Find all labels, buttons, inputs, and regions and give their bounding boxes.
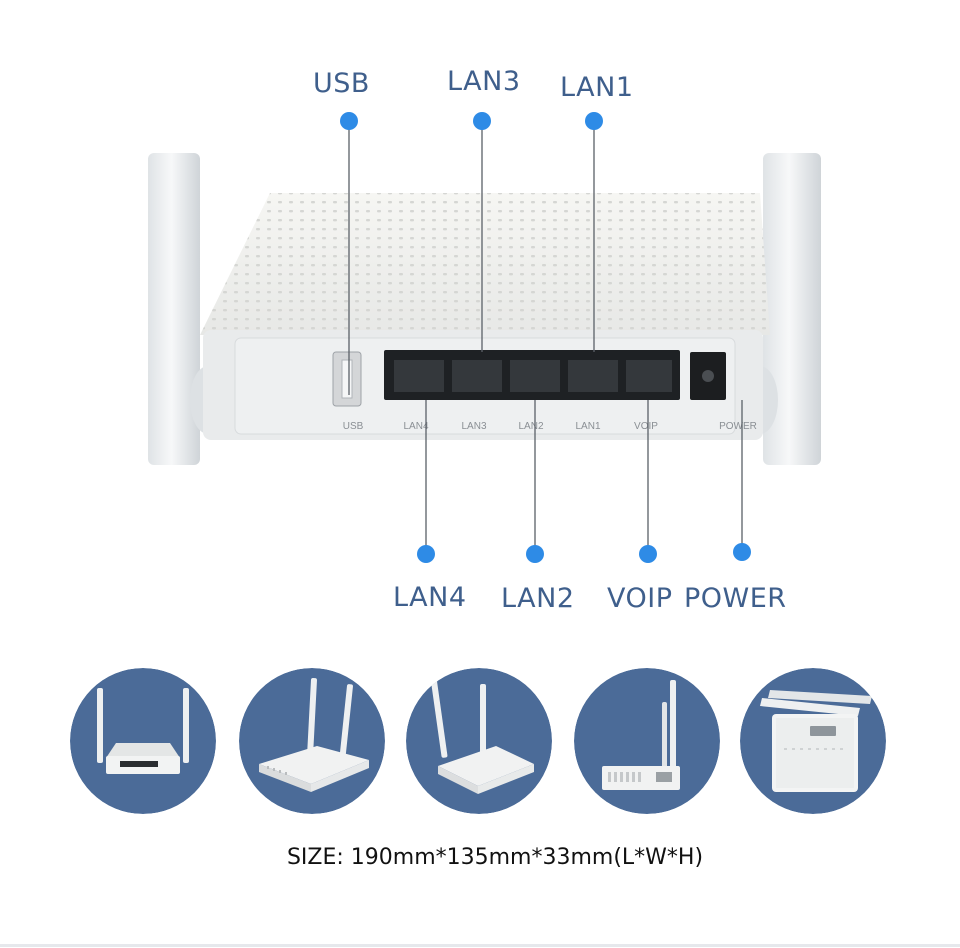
lan1-callout-label: LAN1 [560,72,634,103]
size-specification: SIZE: 190mm*135mm*33mm(L*W*H) [286,845,704,870]
thumbnail-left-angle-view[interactable] [239,668,385,814]
device-label-lan4: LAN4 [403,421,428,432]
device-label-voip: VOIP [634,421,658,432]
voip-callout-dot [639,545,657,563]
power-callout-dot [733,543,751,561]
thumbnail-top-view[interactable] [740,668,886,814]
device-label-usb: USB [343,421,364,432]
device-label-lan1: LAN1 [575,421,600,432]
right-antenna [763,153,821,465]
lan2-callout-dot [526,545,544,563]
lan1-callout-dot [585,112,603,130]
thumbnail-side-view[interactable] [574,668,720,814]
lan3-callout-label: LAN3 [447,66,521,97]
thumbnail-right-angle-view[interactable] [406,668,552,814]
lan2-callout-label: LAN2 [501,583,575,614]
lan4-callout-label: LAN4 [393,582,467,613]
usb-callout-dot [340,112,358,130]
device-label-lan2: LAN2 [518,421,543,432]
device-label-lan3: LAN3 [461,421,486,432]
lan3-callout-dot [473,112,491,130]
left-antenna [148,153,200,465]
device-label-power: POWER [719,421,757,432]
voip-callout-label: VOIP [607,583,673,614]
lan4-callout-dot [417,545,435,563]
power-callout-label: POWER [684,583,787,614]
usb-callout-label: USB [313,68,370,99]
bottom-divider [0,944,960,947]
router-back-illustration: USB LAN4 LAN3 LAN2 LAN1 VOIP POWER [148,112,821,563]
thumbnail-back-view[interactable] [70,668,216,814]
